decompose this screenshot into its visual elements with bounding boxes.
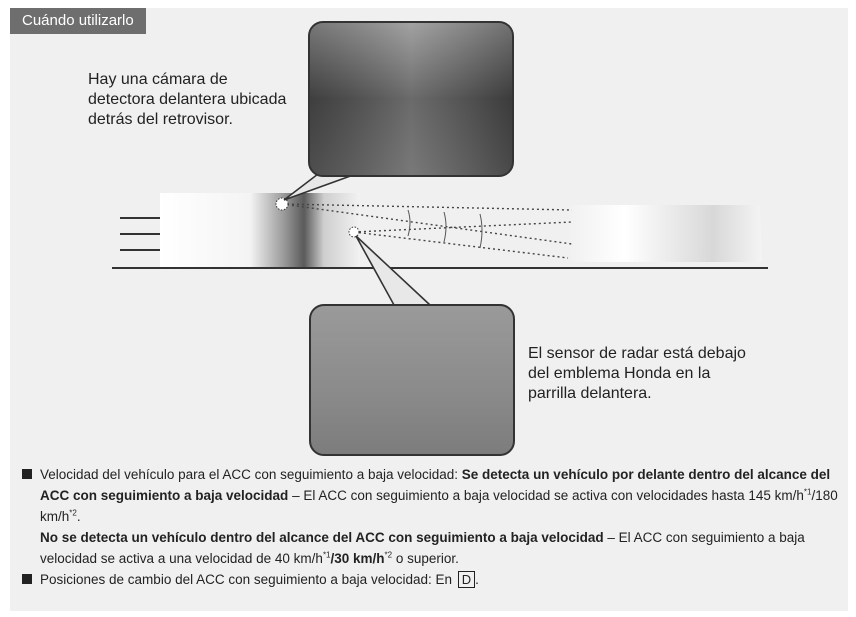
- radar-callout: El sensor de radar está debajo del emble…: [528, 344, 788, 404]
- not-detected-text: – El ACC con seguimiento a baja velocida…: [40, 530, 805, 566]
- gear-note: Posiciones de cambio del ACC con seguimi…: [22, 569, 842, 590]
- gear-position-badge: D: [457, 571, 476, 588]
- camera-callout-line: Hay una cámara de: [88, 71, 228, 88]
- vehicle-ahead: [566, 205, 762, 262]
- camera-callout-line: detectora delantera ubicada: [88, 91, 287, 108]
- radar-location-marker: [348, 226, 360, 238]
- not-detected-speed: /30 km/h: [330, 551, 385, 566]
- speed-note: Velocidad del vehículo para el ACC con s…: [22, 464, 842, 569]
- gear-note-text: Posiciones de cambio del ACC con seguimi…: [40, 572, 456, 587]
- section-title: Cuándo utilizarlo: [10, 8, 146, 34]
- not-detected-label: No se detecta un vehículo dentro del alc…: [40, 530, 604, 545]
- own-vehicle: [160, 193, 360, 268]
- detected-text: .: [76, 509, 81, 524]
- notes-list: Velocidad del vehículo para el ACC con s…: [22, 464, 842, 590]
- camera-detection-zone: [281, 203, 573, 245]
- detected-text: – El ACC con seguimiento a baja velocida…: [288, 488, 804, 503]
- detected-text: /180 km/h: [40, 488, 838, 524]
- speed-note-intro: Velocidad del vehículo para el ACC con s…: [40, 467, 462, 482]
- footnote-marker: *2: [384, 550, 393, 560]
- radar-detection-zone: [353, 221, 573, 259]
- detected-label: Se detecta un vehículo por delante dentr…: [40, 467, 831, 503]
- camera-location-marker: [275, 197, 289, 211]
- footnote-marker: *2: [69, 508, 77, 518]
- radar-callout-line: parrilla delantera.: [528, 385, 652, 402]
- radar-callout-line: El sensor de radar está debajo: [528, 345, 746, 362]
- not-detected-line: No se detecta un vehículo dentro del alc…: [40, 527, 842, 569]
- gear-note-end: .: [475, 572, 479, 587]
- bullet-square-icon: [22, 574, 32, 584]
- radar-callout-line: del emblema Honda en la: [528, 365, 711, 382]
- footnote-marker: *1: [322, 550, 331, 560]
- not-detected-text: o superior.: [392, 551, 459, 566]
- camera-callout: Hay una cámara de detectora delantera ub…: [88, 70, 308, 130]
- footnote-marker: *1: [803, 487, 812, 497]
- radar-inset-image: [309, 304, 515, 456]
- camera-callout-line: detrás del retrovisor.: [88, 111, 233, 128]
- radar-pointer: [355, 235, 433, 306]
- bullet-square-icon: [22, 469, 32, 479]
- motion-lines: [120, 217, 166, 251]
